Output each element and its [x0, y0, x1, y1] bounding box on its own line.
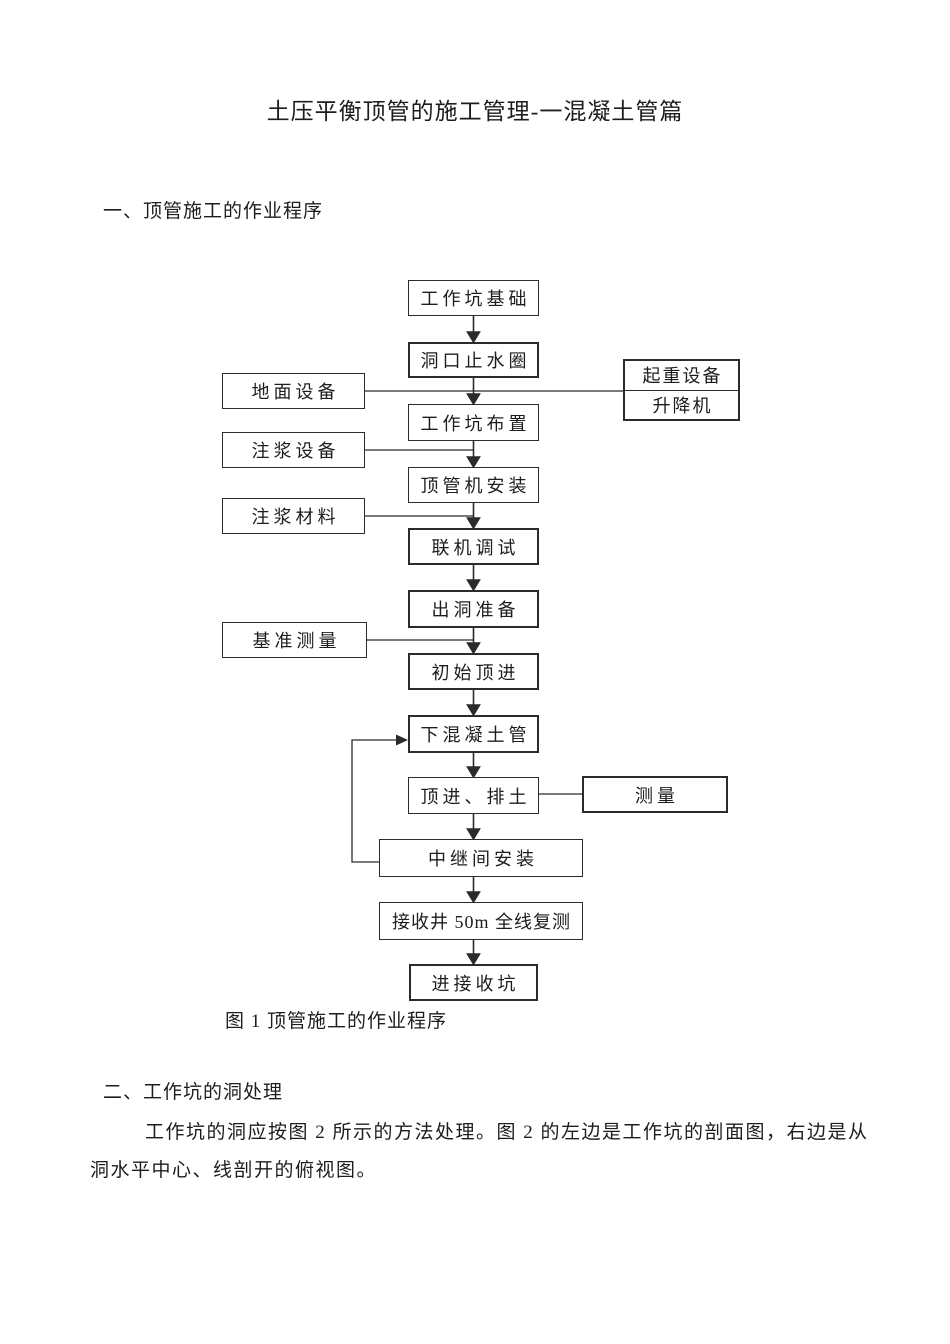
flow-step-machine-installation: 顶管机安装	[408, 467, 539, 503]
section1-heading: 一、顶管施工的作业程序	[103, 201, 324, 222]
flow-step-lower-concrete-pipe: 下混凝土管	[408, 715, 539, 753]
figure1-caption: 图 1 顶管施工的作业程序	[225, 1011, 448, 1032]
flow-step-enter-receiving-pit: 进接收坑	[409, 964, 538, 1001]
flow-step-receiving-well-resurvey: 接收井 50m 全线复测	[379, 902, 583, 940]
flow-input-grouting-material: 注浆材料	[222, 498, 365, 534]
lifting-equipment-row: 起重设备	[625, 361, 738, 391]
flow-step-online-commissioning: 联机调试	[408, 528, 539, 565]
flow-step-initial-jacking: 初始顶进	[408, 653, 539, 690]
flow-step-intermediate-station-install: 中继间安装	[379, 839, 583, 877]
flow-box-lifting-equipment: 起重设备 升降机	[623, 359, 740, 421]
flow-box-survey: 测量	[582, 776, 728, 813]
flow-step-jacking-soil-removal: 顶进、排土	[408, 777, 539, 814]
flow-step-exit-preparation: 出洞准备	[408, 590, 539, 628]
paragraph-line-2: 洞水平中心、线剖开的俯视图。	[90, 1160, 378, 1181]
paragraph-line-1: 工作坑的洞应按图 2 所示的方法处理。图 2 的左边是工作坑的剖面图，右边是从	[145, 1122, 869, 1143]
document-title: 土压平衡顶管的施工管理-一混凝土管篇	[266, 99, 684, 124]
flow-input-grouting-equipment: 注浆设备	[222, 432, 365, 468]
flow-input-ground-equipment: 地面设备	[222, 373, 365, 409]
elevator-row: 升降机	[652, 395, 713, 416]
flow-step-work-pit-layout: 工作坑布置	[408, 404, 539, 441]
flow-step-portal-water-stop-ring: 洞口止水圈	[408, 342, 539, 378]
flow-step-work-pit-foundation: 工作坑基础	[408, 280, 539, 316]
flow-input-benchmark-survey: 基准测量	[222, 622, 367, 658]
section2-heading: 二、工作坑的洞处理	[103, 1082, 284, 1103]
